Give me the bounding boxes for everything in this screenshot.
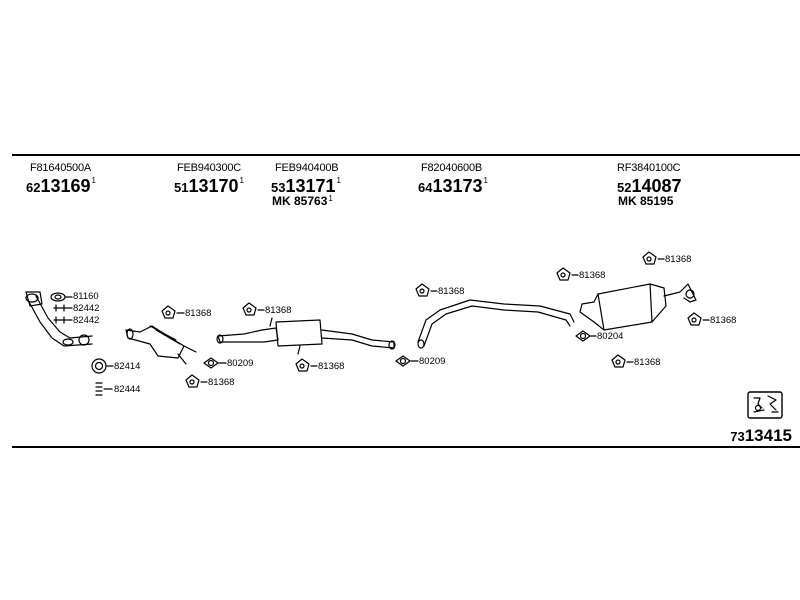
- mk-label: MK 85195: [618, 194, 674, 208]
- mk-sup: 1: [328, 194, 333, 203]
- hardware-82442-a: [53, 304, 73, 312]
- part-code-5: RF3840100C: [617, 162, 681, 174]
- catalytic-converter: [125, 325, 197, 365]
- label-80209-a: 80209: [227, 358, 254, 369]
- gasket-80209-b: [395, 355, 419, 367]
- rear-silencer: [579, 283, 697, 331]
- article-main: 13171: [285, 176, 336, 196]
- hardware-81368-c: [242, 302, 265, 316]
- gasket-80209-a: [203, 357, 227, 369]
- mounting-kit-icon: [747, 391, 783, 419]
- article-main: 13173: [432, 176, 483, 196]
- gasket-80204: [575, 330, 597, 342]
- article-number-4: 64131731: [418, 177, 488, 196]
- article-sup: 1: [336, 176, 341, 185]
- label-81368-b: 81368: [208, 377, 235, 388]
- part-code-2: FEB940300C: [177, 162, 242, 174]
- hardware-81368-e: [415, 283, 438, 297]
- article-prefix: 53: [271, 180, 286, 195]
- mk-number-5: MK 85195: [618, 194, 673, 208]
- article-number-3: 53131711: [271, 177, 341, 196]
- label-81368-a: 81368: [185, 308, 212, 319]
- intermediate-pipe: [417, 299, 575, 349]
- article-prefix: 52: [617, 180, 632, 195]
- article-sup: 1: [483, 176, 488, 185]
- label-80204: 80204: [597, 331, 624, 342]
- article-sup: 1: [91, 176, 96, 185]
- kit-article-main: 13415: [744, 426, 792, 445]
- label-81368-c: 81368: [265, 305, 292, 316]
- article-main: 13169: [40, 176, 91, 196]
- label-82442-a: 82442: [73, 303, 100, 314]
- hardware-81160: [50, 292, 73, 302]
- part-code-3: FEB940400B: [275, 162, 339, 174]
- article-sup: 1: [239, 176, 244, 185]
- spring-82444: [95, 382, 113, 396]
- article-main: 14087: [631, 176, 682, 196]
- hardware-81368-d: [295, 358, 318, 372]
- hardware-81368-a: [161, 305, 185, 319]
- article-prefix: 64: [418, 180, 433, 195]
- article-prefix: 62: [26, 180, 41, 195]
- label-82442-b: 82442: [73, 315, 100, 326]
- label-81368-e: 81368: [438, 286, 465, 297]
- gasket-82414: [91, 358, 114, 374]
- kit-article-number: 7313415: [730, 427, 792, 445]
- hardware-81368-g: [642, 251, 665, 265]
- article-prefix: 51: [174, 180, 189, 195]
- article-number-5: 5214087: [617, 177, 682, 196]
- hardware-82442-b: [53, 316, 73, 324]
- article-number-2: 51131701: [174, 177, 244, 196]
- label-81160: 81160: [73, 291, 99, 302]
- bottom-rule: [12, 446, 800, 448]
- mk-label: MK 85763: [272, 194, 328, 208]
- kit-article-prefix: 73: [730, 429, 745, 444]
- hardware-81368-i: [611, 354, 634, 368]
- mk-number-3: MK 857631: [272, 194, 333, 208]
- label-81368-d: 81368: [318, 361, 345, 372]
- middle-silencer: [216, 317, 396, 355]
- label-81368-g: 81368: [665, 254, 692, 265]
- label-81368-f: 81368: [579, 270, 606, 281]
- label-80209-b: 80209: [419, 356, 446, 367]
- hardware-81368-h: [687, 312, 710, 326]
- hardware-81368-f: [556, 267, 579, 281]
- top-rule: [12, 154, 800, 156]
- front-pipe: [25, 291, 93, 347]
- part-code-1: F81640500A: [30, 162, 91, 174]
- label-82444: 82444: [114, 384, 141, 395]
- label-81368-i: 81368: [634, 357, 661, 368]
- part-code-4: F82040600B: [421, 162, 482, 174]
- article-main: 13170: [188, 176, 239, 196]
- label-82414: 82414: [114, 361, 141, 372]
- label-81368-h: 81368: [710, 315, 737, 326]
- hardware-81368-b: [185, 374, 208, 388]
- article-number-1: 62131691: [26, 177, 96, 196]
